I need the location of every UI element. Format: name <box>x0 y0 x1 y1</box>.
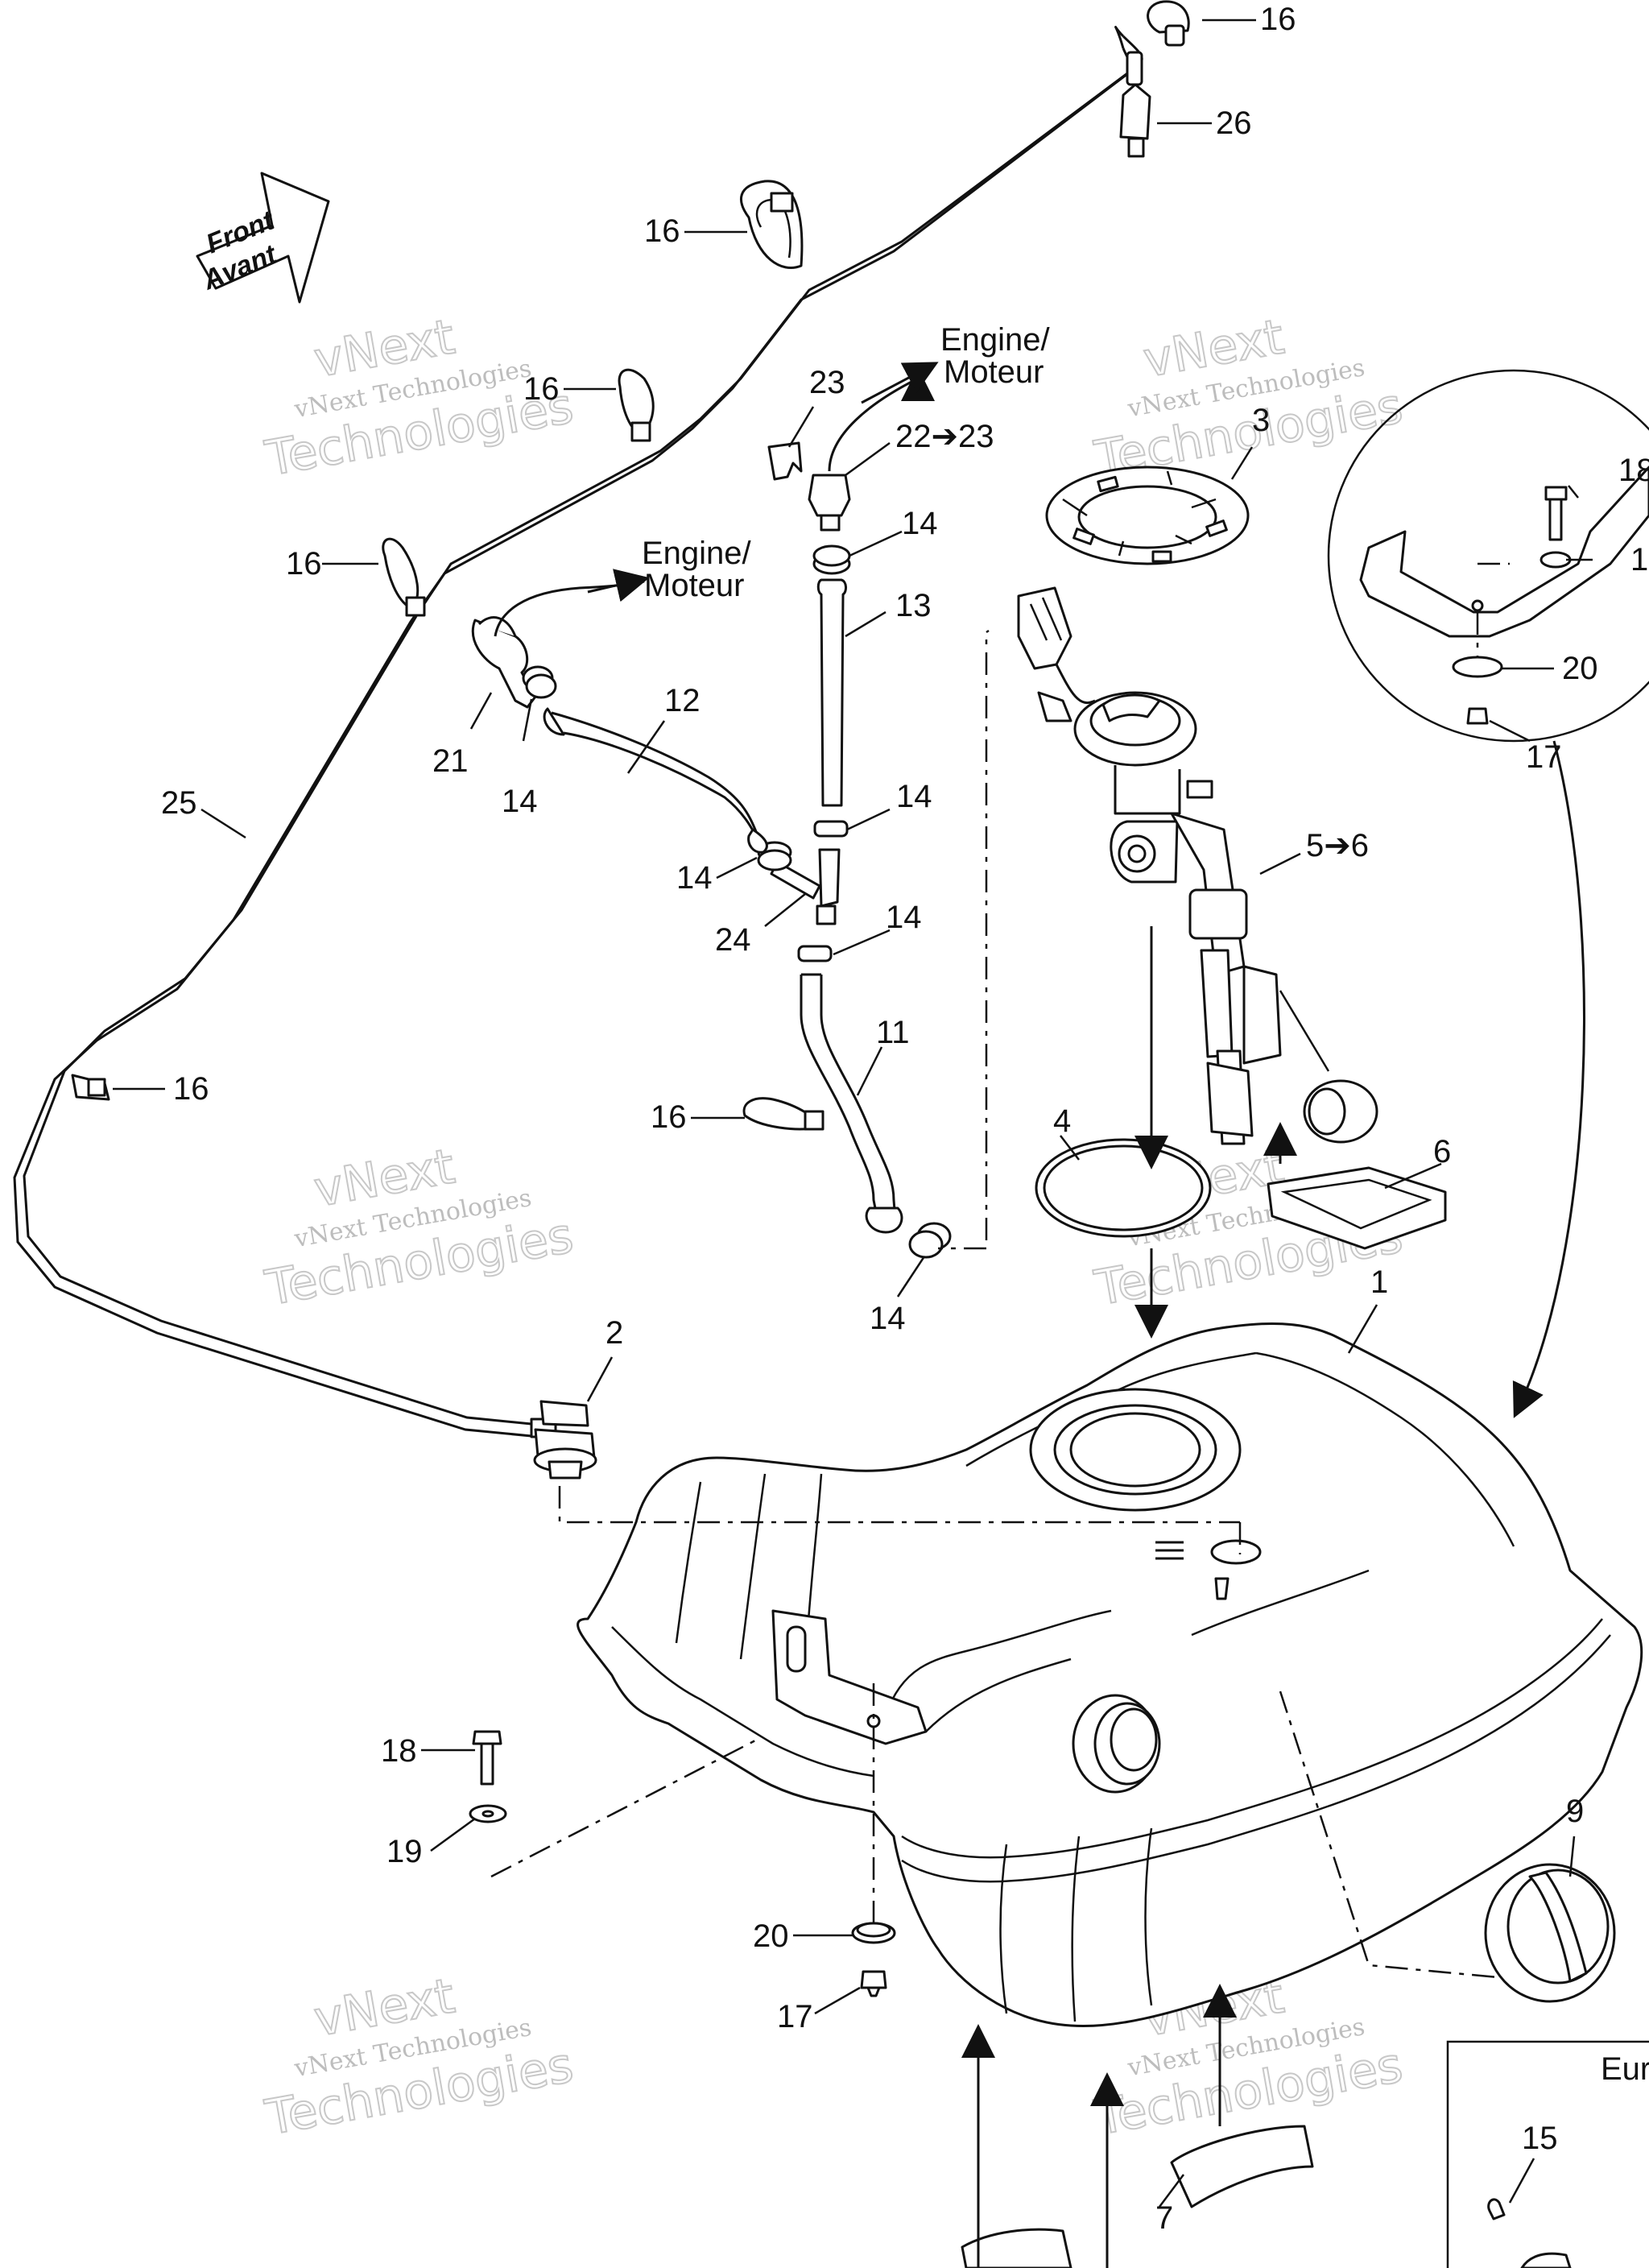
callout-15: 15 <box>1522 2121 1558 2156</box>
clamp-14 <box>522 665 557 699</box>
callout-17: 17 <box>777 1999 813 2034</box>
callout-17: 17 <box>1526 739 1562 775</box>
fuel-cap-9 <box>1484 1863 1616 2003</box>
callout-18: 18 <box>381 1733 417 1769</box>
lock-ring-3 <box>1045 466 1250 565</box>
svg-text:Engine/: Engine/ <box>940 322 1051 358</box>
callout-19: 19 <box>386 1834 423 1869</box>
assembly-lines <box>490 562 1510 1979</box>
callout-numbers: 16 26 16 16 23 22➔23 3 18 19 20 17 16 14… <box>161 2 1649 2236</box>
inset-label: Eur <box>1601 2051 1649 2087</box>
rollover-valve-2 <box>530 1400 597 1480</box>
clip-23 <box>767 441 803 481</box>
svg-text:Engine/: Engine/ <box>642 536 752 571</box>
pad-7 <box>1170 2125 1314 2208</box>
callout-5: 5➔6 <box>1306 828 1369 863</box>
fuel-hose-11 <box>800 973 903 1234</box>
callout-1: 1 <box>1370 1264 1388 1300</box>
front-direction-arrow-icon: Front Avant <box>196 172 330 304</box>
callout-14: 14 <box>502 784 538 819</box>
svg-text:Moteur: Moteur <box>644 568 745 603</box>
callout-20: 20 <box>753 1918 789 1954</box>
clamp-14 <box>797 945 833 962</box>
callout-14: 14 <box>676 860 713 896</box>
callout-22: 22➔23 <box>895 419 994 454</box>
callout-16: 16 <box>523 371 560 407</box>
clamp-14 <box>812 544 851 575</box>
bolt-18 <box>472 1730 502 1786</box>
callout-6: 6 <box>1433 1134 1451 1169</box>
fitting-21 <box>471 580 645 709</box>
clamp-14 <box>813 820 849 838</box>
callout-13: 13 <box>895 588 932 623</box>
grommet-20 <box>851 1922 896 1944</box>
fuel-pump-module-5 <box>1017 586 1378 1145</box>
clip-16 <box>71 1074 110 1101</box>
callout-16: 16 <box>644 213 680 249</box>
watermark: vNext vNext Technologies Technologies <box>260 1137 578 1318</box>
callout-24: 24 <box>715 922 751 958</box>
clamp-16 <box>740 180 804 269</box>
callout-26: 26 <box>1216 106 1252 141</box>
callout-3: 3 <box>1252 403 1270 438</box>
fuel-hose-12 <box>543 707 768 854</box>
detail-inset-circle <box>1327 369 1649 743</box>
assembly-arrows <box>587 362 1585 2268</box>
engine-label: Engine/ Moteur <box>940 322 1051 390</box>
callout-12: 12 <box>664 683 701 718</box>
clamp-16 <box>618 368 655 442</box>
callout-11: 11 <box>876 1015 910 1050</box>
callout-16: 16 <box>1260 2 1296 37</box>
watermark: vNext vNext Technologies Technologies <box>1089 308 1407 488</box>
fuel-tank-1 <box>577 1322 1643 2028</box>
watermark: vNext vNext Technologies Technologies <box>260 1967 578 2147</box>
callout-4: 4 <box>1053 1103 1071 1139</box>
callout-14: 14 <box>896 779 932 814</box>
callout-2: 2 <box>605 1315 623 1351</box>
svg-text:Moteur: Moteur <box>944 354 1044 390</box>
vent-line-25 <box>13 26 1143 1438</box>
callout-14: 14 <box>902 506 938 541</box>
callout-14: 14 <box>886 900 922 935</box>
callout-16: 16 <box>173 1071 209 1107</box>
callout-16: 16 <box>651 1099 687 1135</box>
clamp-16 <box>742 1097 824 1131</box>
engine-label: Engine/ Moteur <box>642 536 752 603</box>
nut-17 <box>860 1970 887 1997</box>
washer-19 <box>469 1804 507 1823</box>
tee-fitting-24 <box>770 848 841 925</box>
callout-19: 19 <box>1630 542 1649 577</box>
callout-18: 18 <box>1618 453 1649 488</box>
euro-inset-box: Eur <box>1446 2040 1649 2268</box>
callout-21: 21 <box>432 743 469 779</box>
callout-9: 9 <box>1566 1794 1584 1829</box>
vent-valve-26 <box>1119 51 1151 158</box>
callout-23: 23 <box>809 365 845 400</box>
o-ring-4 <box>1035 1138 1212 1238</box>
callout-25: 25 <box>161 785 197 821</box>
filter-6 <box>1267 1166 1447 1250</box>
callout-20: 20 <box>1562 651 1598 686</box>
pad-7 <box>961 2228 1072 2268</box>
fuel-hose-13 <box>816 578 847 807</box>
clamp-16-top <box>1147 0 1190 47</box>
callout-7: 7 <box>1155 2200 1173 2236</box>
callout-14: 14 <box>870 1301 906 1336</box>
callout-leaders <box>113 19 1593 2208</box>
clamp-14 <box>908 1222 952 1259</box>
clamp-16 <box>382 537 426 617</box>
callout-16: 16 <box>286 546 322 581</box>
